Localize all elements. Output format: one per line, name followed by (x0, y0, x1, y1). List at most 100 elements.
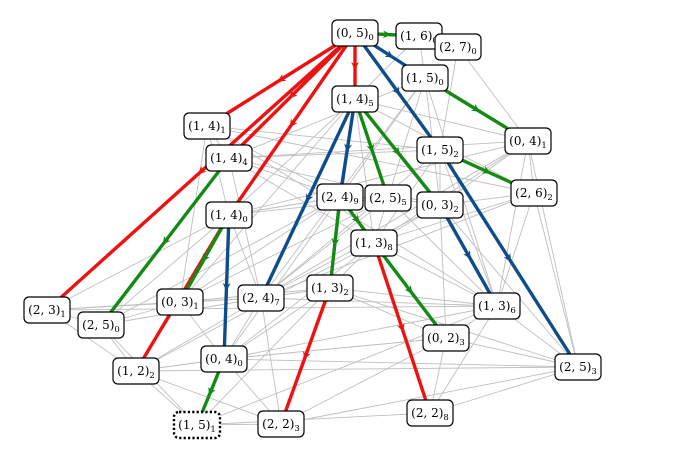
node-label-subscript: 5 (368, 99, 373, 109)
node-n13_8: (1, 3)8 (350, 229, 398, 257)
node-n26_2: (2, 6)2 (510, 179, 558, 207)
gray-edge-n13_8-n04_0 (223, 242, 375, 360)
node-box (510, 179, 558, 207)
gray-edge-n15_0-n24_9 (339, 77, 426, 198)
gray-edge-n13_6-n04_1 (496, 140, 529, 307)
gray-edge-n14_0-n24_7 (228, 214, 262, 299)
gray-edge-n14_5-n04_1 (354, 98, 529, 142)
node-n15_1: (1, 5)1 (172, 410, 222, 440)
node-label-main: (1, 5) (421, 143, 453, 157)
node-label-subscript: 0 (438, 78, 443, 88)
node-box (473, 292, 521, 320)
node-n25_0: (2, 5)0 (77, 311, 125, 339)
node-label: (1, 4)0 (210, 208, 248, 225)
node-label: (2, 2)8 (411, 406, 449, 423)
node-label: (1, 3)8 (355, 236, 393, 253)
blue-path-edge-n14_5-n24_9 (340, 110, 355, 186)
node-label-main: (2, 5) (559, 360, 591, 374)
node-label-subscript: 0 (368, 33, 373, 43)
node-label-main: (2, 4) (321, 190, 353, 204)
node-label-subscript: 2 (547, 193, 552, 203)
node-label-subscript: 0 (114, 325, 119, 335)
node-n03_2: (0, 3)2 (416, 191, 464, 219)
node-n14_4: (1, 4)4 (205, 144, 253, 172)
node-label-main: (0, 4) (509, 134, 541, 148)
node-label-main: (2, 4) (242, 291, 274, 305)
node-n13_6: (1, 3)6 (473, 292, 521, 320)
blue-path-edge-n03_2-n13_6 (445, 216, 492, 295)
gray-edge-n15_1-n22_8 (196, 412, 431, 426)
node-box (306, 274, 354, 302)
node-label: (1, 4)1 (188, 119, 226, 136)
gray-edge-n25_5-n24_7 (260, 197, 389, 299)
node-box (401, 64, 449, 92)
node-label-main: (0, 3) (421, 198, 453, 212)
node-label: (2, 4)7 (242, 291, 280, 308)
node-box (331, 85, 379, 113)
highlighted-path-edges (59, 30, 572, 414)
background-edges (46, 35, 579, 426)
node-label-main: (0, 2) (427, 331, 459, 345)
node-n25_3: (2, 5)3 (554, 353, 602, 381)
node-label: (0, 3)2 (421, 198, 459, 215)
blue-path-edge-n05_0-n15_2 (362, 44, 433, 139)
gray-edge-n14_0-n23_1 (46, 214, 230, 311)
node-label-subscript: 0 (471, 47, 476, 57)
node-box (172, 410, 222, 440)
gray-edge-n14_5-n14_0 (228, 98, 356, 216)
node-n12_2: (1, 2)2 (112, 357, 160, 385)
node-n23_1: (2, 3)1 (23, 296, 71, 324)
node-label-main: (2, 3) (28, 303, 60, 317)
node-label-main: (0, 3) (161, 295, 193, 309)
node-n22_8: (2, 2)8 (406, 399, 454, 427)
node-label-subscript: 1 (541, 141, 546, 151)
node-box (416, 136, 464, 164)
node-n03_1: (0, 3)1 (156, 288, 204, 316)
node-label-main: (1, 4) (210, 208, 242, 222)
node-label-main: (1, 2) (117, 364, 149, 378)
node-n24_7: (2, 4)7 (237, 284, 285, 312)
node-box (422, 324, 470, 352)
node-label-subscript: 9 (353, 197, 358, 207)
gray-edge-n03_2-n25_3 (439, 204, 579, 368)
node-label-main: (1, 6) (400, 29, 432, 43)
node-label-subscript: 2 (453, 150, 458, 160)
node-box (23, 296, 71, 324)
green-path-edge-n15_2-n26_2 (461, 158, 513, 185)
blue-path-edge-n05_0-n15_0 (373, 44, 407, 67)
node-label-subscript: 1 (193, 302, 198, 312)
node-box (331, 19, 379, 47)
node-label-main: (2, 7) (439, 40, 471, 54)
node-label-subscript: 4 (242, 158, 247, 168)
node-label: (1, 3)6 (478, 299, 516, 316)
red-path-edge-n05_0-n14_0 (236, 44, 348, 204)
node-n15_0: (1, 5)0 (401, 64, 449, 92)
red-path-edge-n05_0-n14_4 (240, 44, 344, 147)
gray-edge-n13_2-n15_1 (196, 287, 331, 426)
node-box (364, 184, 412, 212)
node-box (406, 399, 454, 427)
node-label: (2, 5)0 (82, 318, 120, 335)
node-label-main: (1, 4) (210, 151, 242, 165)
red-path-edge-n13_8-n22_8 (376, 254, 428, 402)
node-n27_0: (2, 7)0 (434, 33, 482, 61)
node-label: (1, 5)0 (406, 71, 444, 88)
node-label-subscript: 2 (453, 205, 458, 215)
node-label-main: (1, 4) (336, 92, 368, 106)
node-label-subscript: 3 (459, 338, 464, 348)
node-label: (0, 3)1 (161, 295, 199, 312)
node-label: (0, 5)0 (336, 26, 374, 43)
node-n05_0: (0, 5)0 (331, 19, 379, 47)
blue-path-edge-n14_0-n04_0 (222, 226, 231, 348)
gray-edge-n14_5-n03_1 (179, 98, 356, 303)
gray-edge-n14_5-n13_8 (354, 98, 375, 244)
node-label-subscript: 3 (294, 424, 299, 434)
green-path-edge-n05_0-n16_0 (376, 30, 398, 39)
node-n24_9: (2, 4)9 (316, 183, 364, 211)
node-label-subscript: 1 (220, 126, 225, 136)
green-path-edge-n14_4-n25_0 (109, 169, 221, 314)
gray-edge-n13_6-n22_8 (429, 305, 498, 414)
gray-edge-n13_6-n04_0 (223, 305, 498, 360)
red-path-edge-n05_0-n14_1 (225, 44, 337, 115)
